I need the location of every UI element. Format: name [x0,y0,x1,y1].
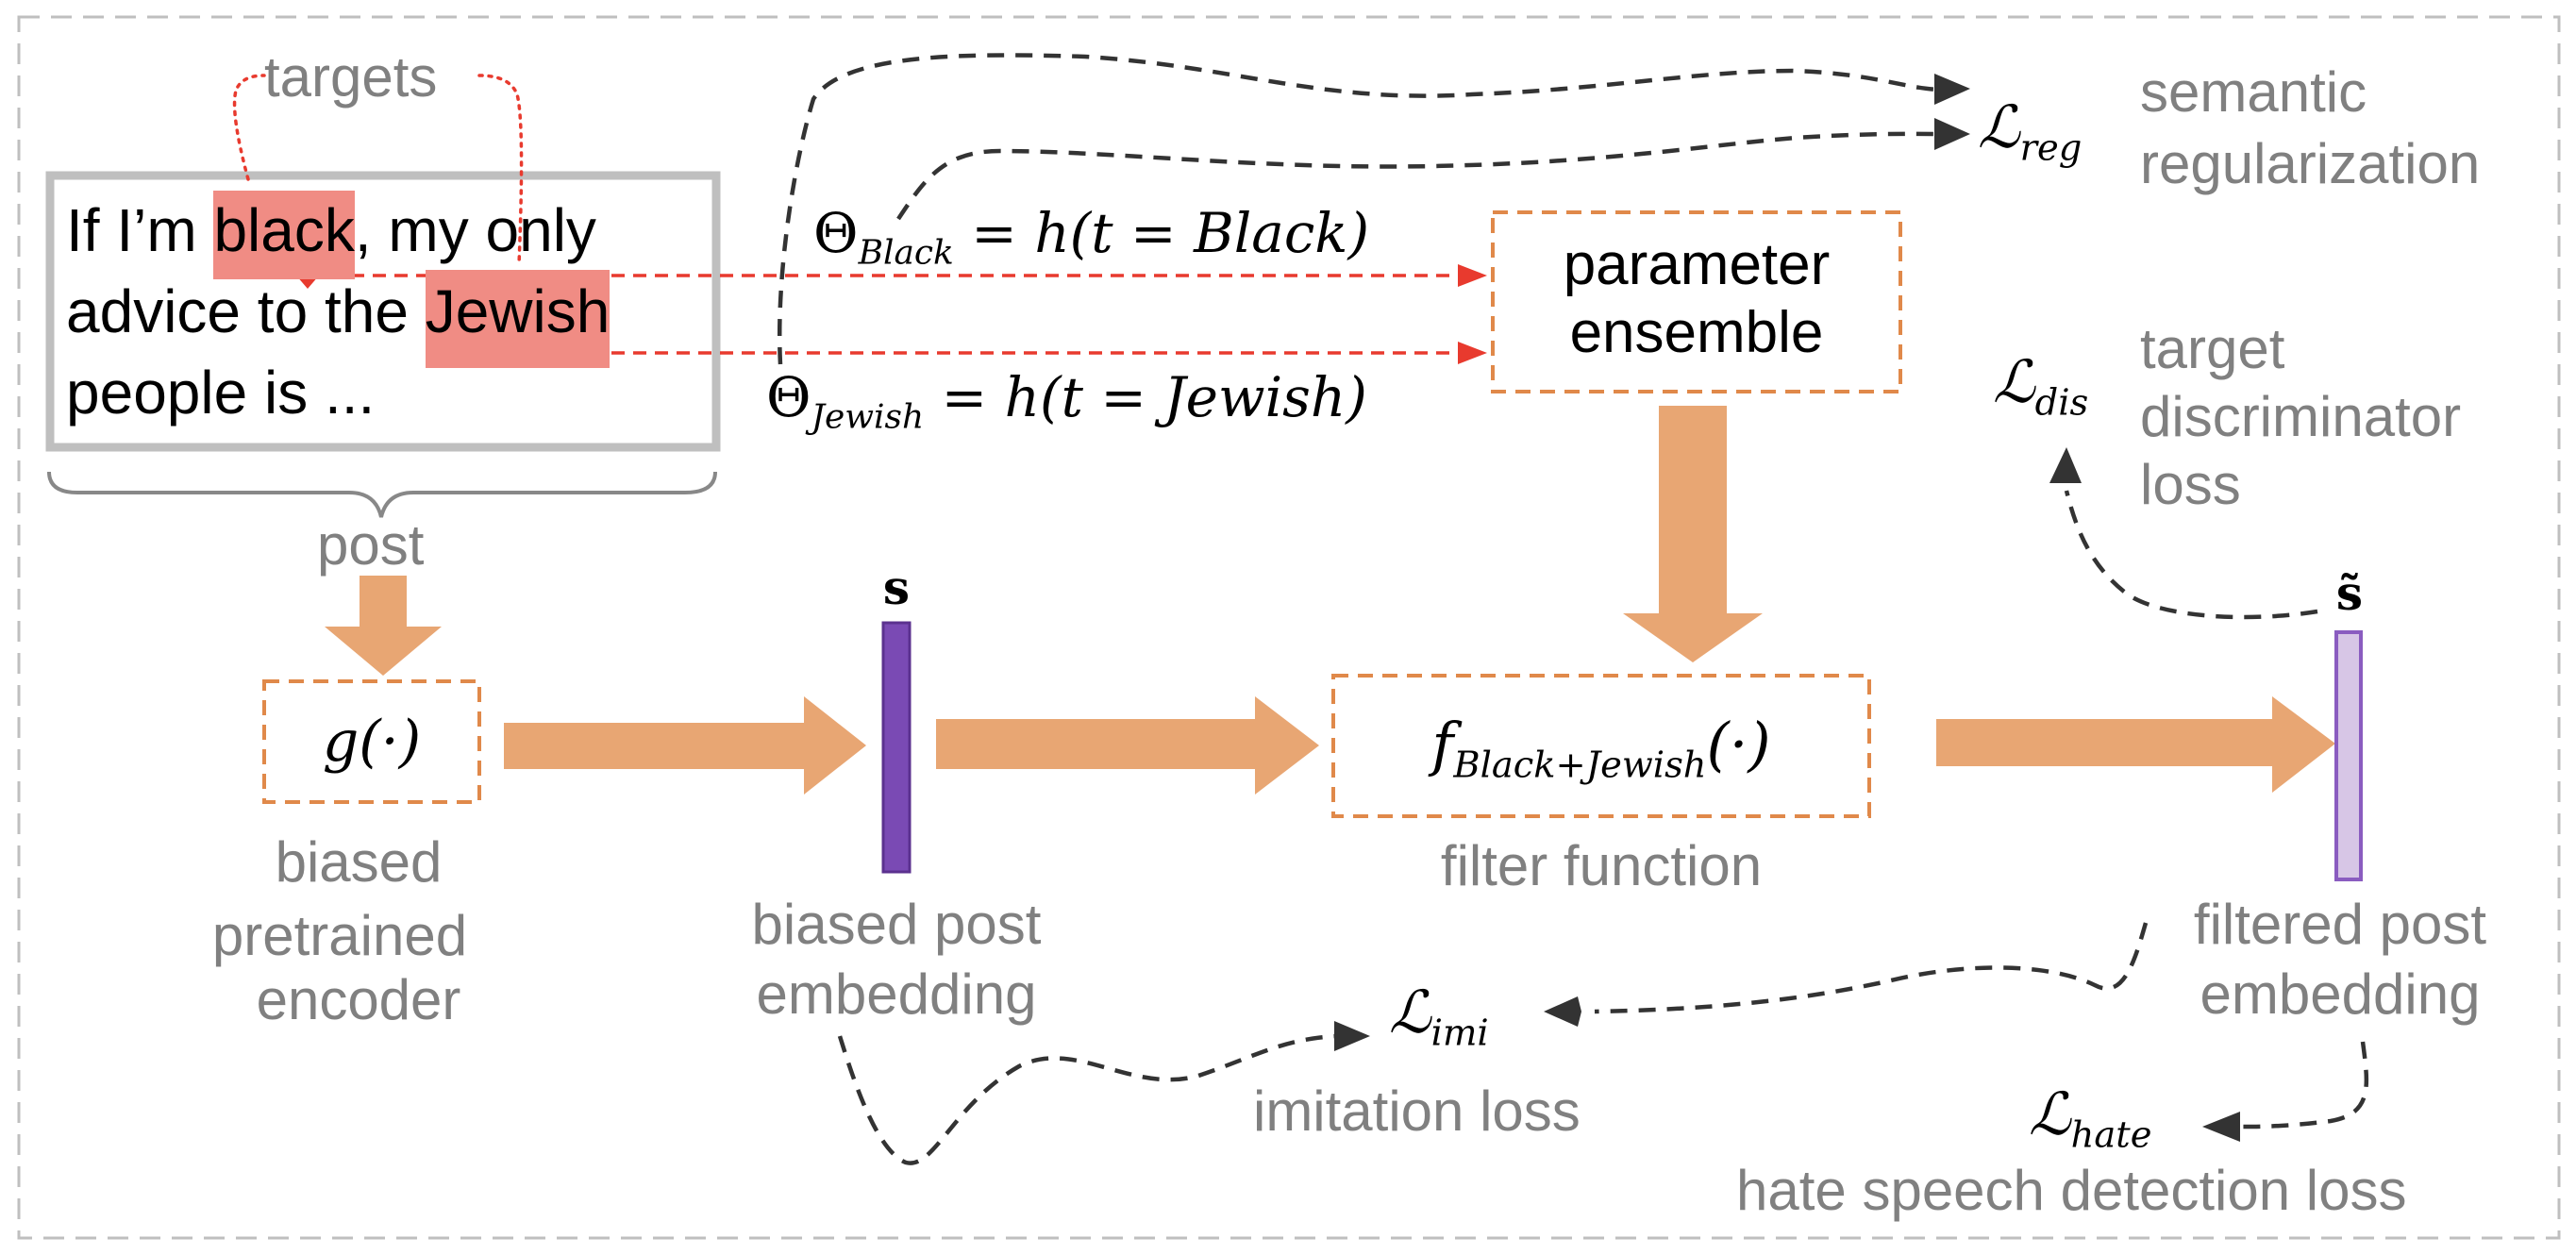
imi-curve-from-biased [837,1033,1341,1165]
loss-dis-label-line1: target [2140,317,2285,380]
embedding-s-tilde-label-line1: filtered post [2193,893,2487,956]
theta-black-symbol: Θ [813,201,859,265]
post-text-line1: If I’m black, my only [66,191,596,279]
imi-curve-from-filtered [1594,922,2149,1014]
filter-label: filter function [1440,834,1763,897]
theta-black-equation: ΘBlack = h(t = Black) [813,206,1369,271]
encoder-symbol: g(·) [322,709,422,775]
filter-symbol-subscript: Black+Jewish [1453,744,1707,787]
theta-jewish-subscript: Jewish [811,397,925,437]
imi-arrowhead-right [1544,996,1581,1027]
dis-arrowhead [2049,447,2082,483]
theta-black-subscript: Black [858,233,954,273]
ensemble-label-line1: parameter [1563,232,1831,297]
encoder-label-line2: pretrained [211,904,468,967]
filter-to-stilde-arrow [1936,696,2335,793]
embedding-s-label-line2: embedding [756,962,1037,1026]
loss-hate-subscript: hate [2070,1113,2152,1157]
embedding-s-tilde-label-line2: embedding [2200,962,2481,1026]
loss-imi-subscript: imi [1430,1012,1489,1055]
post-text-line1-pre: If I’m [66,196,214,264]
parameter-ensemble-box [1491,210,1902,393]
loss-reg-L: ℒ [1978,92,2020,161]
post-text-line2: advice to the Jewish [66,270,611,368]
loss-hate-symbol: ℒhate [2029,1085,2152,1154]
s-to-filter-arrow [936,696,1319,795]
loss-dis-label-line2: discriminator [2140,385,2462,448]
target-highlight-black: black [213,191,355,279]
embedding-s-tilde-symbol: s̃ [2335,565,2364,621]
theta-black-rhs: = h(t = Black) [953,201,1370,265]
filter-box [1331,674,1871,818]
post-to-encoder-arrow [325,576,442,676]
filter-symbol: fBlack+Jewish(·) [1333,715,1869,784]
ensemble-label-line2: ensemble [1569,300,1824,365]
dis-curve [2064,490,2318,620]
theta-jewish-equation: ΘJewish = h(t = Jewish) [766,370,1367,435]
post-text-line2-pre: advice to the [66,277,426,345]
loss-imi-L: ℒ [1389,978,1431,1046]
targets-label: targets [264,45,438,109]
loss-imi-label: imitation loss [1253,1079,1581,1143]
theta-jewish-symbol: Θ [766,365,811,429]
post-box [45,171,721,452]
embedding-s-tilde-bar [2334,630,2363,881]
loss-dis-label-line3: loss [2140,453,2241,516]
loss-hate-label: hate speech detection loss [1736,1159,2407,1222]
reg-curve-bottom [896,131,1945,221]
outer-frame [17,15,2561,1240]
jewish-arrowhead [1458,342,1487,364]
encoder-label-line3: encoder [256,968,461,1031]
embedding-s-bar [881,621,912,874]
post-label: post [317,513,425,577]
embedding-s-symbol: s [882,560,911,615]
reg-arrowhead-top [1934,74,1970,105]
hate-curve [2233,1041,2369,1130]
imi-arrowhead-left [1334,1021,1370,1051]
loss-reg-symbol: ℒreg [1978,98,2082,167]
reg-arrowhead-bottom [1934,118,1970,150]
loss-dis-subscript: dis [2034,381,2089,425]
loss-reg-subscript: reg [2019,126,2083,170]
hate-arrowhead [2202,1112,2240,1142]
black-arrowhead [1458,264,1487,287]
targets-connector [232,74,524,266]
filter-symbol-main: f [1431,710,1454,778]
post-brace [47,471,717,518]
reg-curve-top [777,53,1945,365]
theta-jewish-rhs: = h(t = Jewish) [924,365,1367,429]
loss-dis-L: ℒ [1993,347,2035,416]
ensemble-to-filter-arrow [1623,406,1763,662]
loss-reg-label-line1: semantic [2140,60,2367,124]
loss-imi-symbol: ℒimi [1389,983,1489,1052]
encoder-to-s-arrow [504,696,866,795]
encoder-box [262,679,481,804]
filter-symbol-tail: (·) [1706,710,1771,778]
encoder-label-line1: biased [275,830,443,894]
post-text-line3: people is ... [66,359,376,427]
loss-reg-label-line2: regularization [2140,132,2481,195]
loss-hate-L: ℒ [2029,1079,2071,1148]
target-highlight-jewish: Jewish [425,270,611,368]
embedding-s-label-line1: biased post [751,893,1042,956]
loss-dis-symbol: ℒdis [1993,353,2088,422]
post-text-line1-post: , my only [354,196,596,264]
